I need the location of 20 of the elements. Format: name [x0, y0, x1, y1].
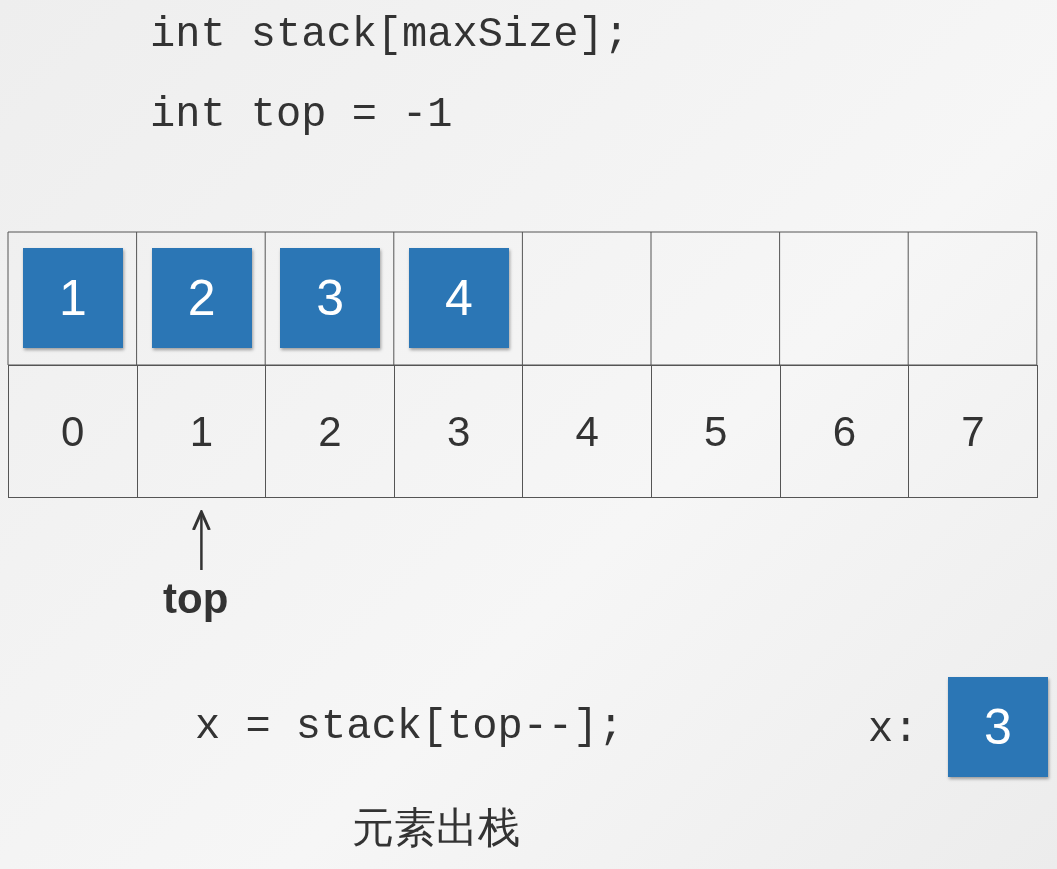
index-cell: 6: [779, 365, 910, 498]
index-cell: 3: [393, 365, 524, 498]
pointer-arrow: [191, 510, 211, 570]
caption: 元素出栈: [352, 805, 520, 852]
index-cell: 0: [8, 365, 138, 498]
element-block: 3: [280, 248, 381, 348]
element-block: 2: [151, 248, 252, 348]
popped-element-block: 3: [948, 677, 1048, 777]
element-block: 4: [408, 248, 509, 348]
code-line: int stack[maxSize];: [150, 14, 629, 56]
index-cell: 7: [908, 365, 1038, 498]
code-line: x = stack[top--];: [195, 706, 624, 748]
variable-label: x:: [868, 709, 919, 751]
code-line: int top = -1: [150, 94, 453, 136]
index-cell: 2: [265, 365, 395, 498]
pointer-label: top: [163, 578, 229, 620]
index-cell: 5: [651, 365, 781, 498]
index-cell: 1: [136, 365, 267, 498]
index-cell: 4: [522, 365, 652, 498]
element-block: 1: [23, 248, 123, 348]
